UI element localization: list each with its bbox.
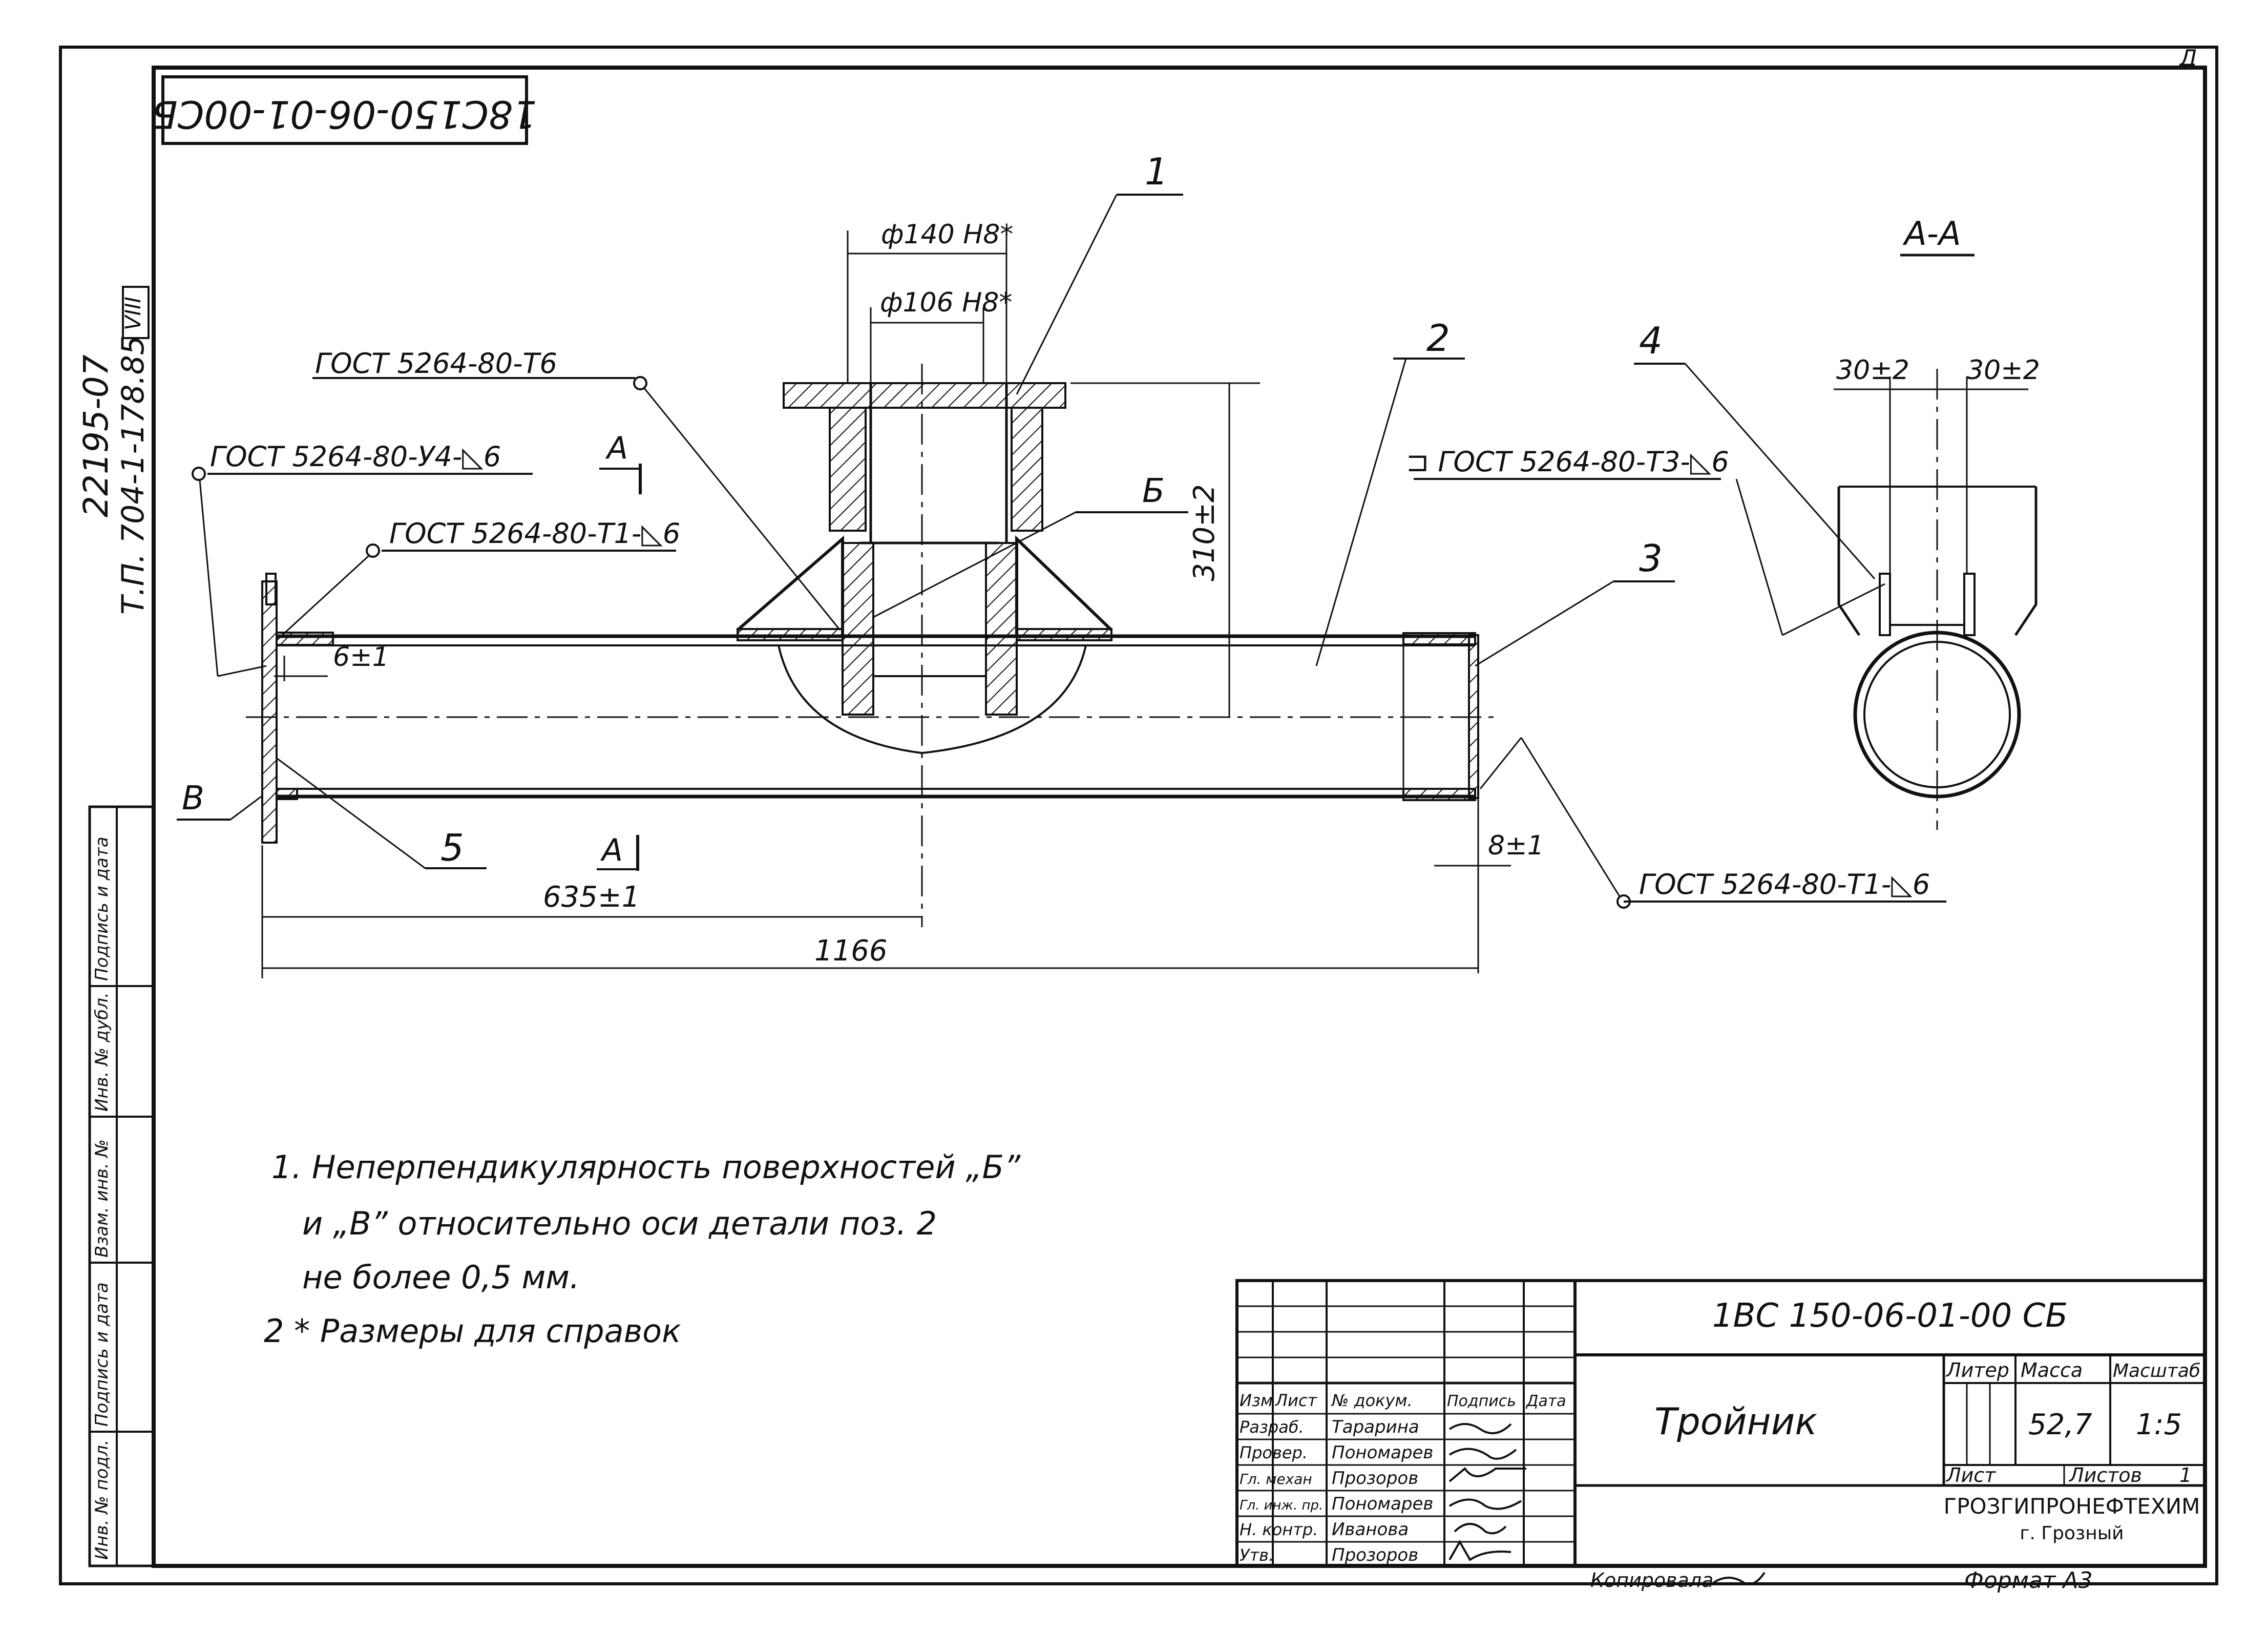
end-cap <box>1468 634 1479 799</box>
dim-height: 310±2 <box>1188 484 1221 581</box>
stamp-col-4: Инв. № дубл. <box>92 992 112 1112</box>
name-6: Прозоров <box>1332 1545 1418 1565</box>
left-stamp: Инв. № подл. Подпись и дата Взам. инв. №… <box>88 805 155 1567</box>
mass-label: Масса <box>2021 1359 2083 1381</box>
position-3: 3 <box>1639 537 1663 580</box>
position-leaders: 1 2 3 4 5 Б В <box>177 150 1876 869</box>
stamp-col-1: Инв. № подл. <box>92 1439 112 1560</box>
format-label: Формат А3 <box>1964 1567 2093 1594</box>
dim-inner-diameter: ф106 Н8* <box>880 287 1012 318</box>
city: г. Грозный <box>2020 1523 2124 1544</box>
note-1-line-2: и „В” относительно оси детали поз. 2 <box>302 1205 937 1242</box>
margin-reference: 22195-07 Т.П. 704-1-178.85 VIII <box>76 286 151 615</box>
title-block: Изм Лист № докум. Подпись Дата Разраб. Т… <box>1235 1279 2207 1567</box>
surface-b: Б <box>1142 472 1165 510</box>
section-mark-top: А <box>605 430 628 466</box>
notes: 1. Неперпендикулярность поверхностей „Б”… <box>264 1148 1021 1350</box>
main-view: ф140 Н8* ф106 Н8* 310±2 6±1 8±1 635±1 11… <box>177 150 1946 978</box>
position-4: 4 <box>1639 319 1663 362</box>
dim-axis-length: 635±1 <box>543 881 640 914</box>
name-3: Прозоров <box>1332 1468 1418 1489</box>
stamp-col-5: Подпись и дата <box>92 836 112 981</box>
section-title: А-А <box>1902 215 1961 253</box>
role-3: Гл. механ <box>1240 1471 1312 1488</box>
dim-offset-left: 30±2 <box>1836 355 1909 386</box>
scale-value: 1:5 <box>2136 1408 2182 1441</box>
top-right-mark: Д <box>2178 45 2197 71</box>
section-view: А-А 30±2 30±2 <box>1834 215 2040 830</box>
sheet-label: Лист <box>1945 1464 1997 1487</box>
sheets-value: 1 <box>2179 1464 2192 1487</box>
role-2: Провер. <box>1240 1443 1308 1462</box>
position-5: 5 <box>440 826 464 869</box>
reference-volume: VIII <box>120 297 145 330</box>
note-1-line-1: 1. Неперпендикулярность поверхностей „Б” <box>271 1148 1021 1186</box>
weld-label-t1-left: ГОСТ 5264-80-Т1-◺6 <box>389 517 680 550</box>
corner-code: 18C150-06-01-00СБ <box>152 92 537 136</box>
sleeve <box>842 541 1018 716</box>
name-5: Иванова <box>1332 1519 1409 1540</box>
weld-label-t1-right: ГОСТ 5264-80-Т1-◺6 <box>1639 868 1930 901</box>
weld-label-u4: ГОСТ 5264-80-У4-◺6 <box>210 441 501 473</box>
organization: ГРОЗГИПРОНЕФТЕХИМ <box>1944 1494 2200 1519</box>
role-1: Разраб. <box>1240 1417 1304 1437</box>
name-1: Тарарина <box>1332 1417 1419 1437</box>
weld-label-t3: ⊐ ГОСТ 5264-80-Т3-◺6 <box>1406 446 1729 478</box>
dimension-texts: ф140 Н8* ф106 Н8* 310±2 6±1 8±1 635±1 11… <box>333 219 1544 968</box>
copied-label: Копировала <box>1590 1569 1713 1592</box>
note-2: 2 * Размеры для справок <box>264 1312 681 1350</box>
header-sign: Подпись <box>1447 1392 1516 1410</box>
header-date: Дата <box>1525 1392 1566 1410</box>
position-2: 2 <box>1426 317 1450 360</box>
name-4: Пономарев <box>1332 1494 1433 1514</box>
scale-label: Масштаб <box>2113 1360 2200 1381</box>
corner-code-box: 18C150-06-01-00СБ <box>152 75 537 145</box>
weld-label-t6: ГОСТ 5264-80-Т6 <box>315 347 557 380</box>
part-name: Тройник <box>1654 1400 1817 1443</box>
surface-v: В <box>182 780 204 818</box>
stamp-col-3: Взам. инв. № <box>92 1139 112 1258</box>
header-izm: Изм <box>1240 1391 1273 1410</box>
branch-pipe <box>783 382 1066 543</box>
reference-line1: 22195-07 <box>76 354 116 517</box>
position-1: 1 <box>1145 150 1168 193</box>
reference-line2: Т.П. 704-1-178.85 <box>115 336 151 615</box>
sheets-label: Листов <box>2068 1464 2142 1487</box>
gusset <box>737 535 1113 755</box>
header-doc: № докум. <box>1331 1391 1413 1410</box>
dim-total-length: 1166 <box>814 934 888 968</box>
role-5: Н. контр. <box>1240 1520 1318 1539</box>
name-2: Пономарев <box>1332 1442 1433 1463</box>
header-list: Лист <box>1275 1391 1317 1410</box>
dim-outer-diameter: ф140 Н8* <box>881 219 1013 250</box>
section-marks: А А <box>597 430 642 871</box>
designation: 1ВС 150-06-01-00 СБ <box>1712 1297 2068 1335</box>
note-1-line-3: не более 0,5 мм. <box>302 1259 580 1296</box>
signatures <box>1448 1423 1526 1561</box>
main-pipe <box>277 634 1475 799</box>
dim-offset-right: 30±2 <box>1967 355 2040 386</box>
weld-callouts: ГОСТ 5264-80-Т6 ГОСТ 5264-80-У4-◺6 ГОСТ … <box>192 347 1946 909</box>
dim-gap-left: 6±1 <box>333 642 389 673</box>
footer: Копировала Формат А3 <box>1590 1567 2093 1594</box>
dim-gap-right: 8±1 <box>1488 830 1544 861</box>
dimensions <box>261 231 1511 978</box>
role-4: Гл. инж. пр. <box>1240 1498 1323 1513</box>
litera-label: Литер <box>1945 1359 2009 1381</box>
role-6: Утв. <box>1240 1545 1274 1565</box>
title-grid <box>1237 1281 1575 1566</box>
stamp-col-2: Подпись и дата <box>92 1282 112 1427</box>
left-flange <box>261 573 334 844</box>
section-mark-bottom: А <box>600 832 623 868</box>
mass-value: 52,7 <box>2028 1408 2092 1441</box>
